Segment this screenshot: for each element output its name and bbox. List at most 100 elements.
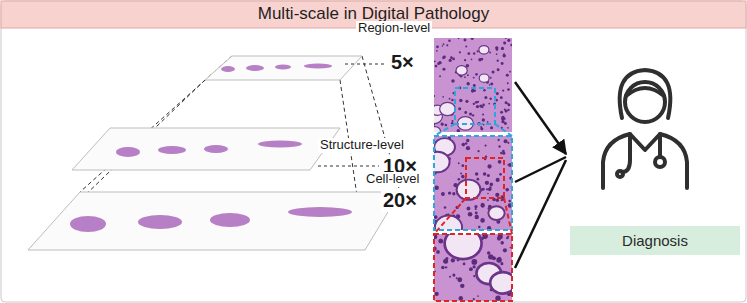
nucleus (446, 44, 448, 46)
gland (434, 127, 441, 132)
zoom-frames (434, 88, 512, 301)
tissue-blobs (70, 64, 352, 233)
nucleus (461, 175, 465, 179)
zoom-box-red (466, 158, 504, 198)
nucleus (463, 263, 466, 266)
nucleus (480, 203, 484, 207)
nucleus (507, 235, 509, 237)
gland (457, 180, 481, 200)
nucleus (436, 50, 438, 52)
nucleus (466, 206, 470, 210)
nucleus (503, 248, 507, 252)
nucleus (457, 277, 462, 282)
merge-arrows (515, 82, 566, 268)
nucleus (507, 88, 510, 91)
nucleus (487, 193, 489, 195)
nucleus (439, 239, 442, 242)
gland (490, 272, 512, 294)
nucleus (503, 41, 506, 44)
nucleus (473, 275, 475, 277)
nucleus (435, 65, 438, 68)
nucleus (445, 124, 448, 127)
slide-10x (72, 128, 340, 170)
nucleus (495, 193, 499, 197)
nucleus (497, 68, 500, 71)
nucleus (460, 172, 462, 174)
nucleus (471, 90, 474, 93)
level-label: Region-level (356, 21, 432, 36)
nucleus (506, 188, 509, 191)
nucleus (504, 122, 507, 125)
nucleus (467, 74, 469, 76)
nucleus (481, 203, 483, 205)
nucleus (501, 47, 504, 50)
tissue-patch (434, 234, 512, 301)
nucleus (439, 75, 441, 77)
nucleus (482, 104, 485, 107)
nucleus (436, 45, 439, 48)
nucleus (483, 89, 486, 92)
nucleus (474, 215, 478, 219)
nucleus (452, 120, 454, 122)
nucleus (475, 172, 478, 175)
nucleus (497, 139, 499, 141)
nucleus (483, 124, 485, 126)
nucleus (460, 284, 464, 288)
nucleus (471, 58, 473, 60)
nucleus (438, 61, 441, 64)
nucleus (488, 103, 490, 105)
patch-ground (434, 38, 512, 132)
nucleus (443, 56, 446, 59)
nucleus (500, 262, 503, 265)
nucleus (490, 126, 493, 129)
nucleus (507, 82, 509, 84)
nucleus (510, 44, 512, 46)
level-label: Cell-level (364, 172, 421, 187)
nucleus (505, 110, 508, 113)
nucleus (449, 98, 451, 100)
nucleus (506, 74, 509, 77)
nucleus (482, 188, 485, 191)
nucleus (504, 139, 508, 143)
nucleus (501, 62, 504, 65)
nucleus (477, 101, 479, 103)
slide-planes (28, 56, 400, 250)
nucleus (459, 296, 463, 300)
patch-images (425, 37, 515, 301)
nucleus (507, 142, 509, 144)
nucleus (442, 96, 444, 98)
level-label: Structure-level (318, 138, 406, 153)
nucleus (434, 60, 436, 62)
nucleus (490, 77, 492, 79)
tissue-patch (434, 136, 512, 230)
nucleus (459, 99, 462, 102)
gland (479, 46, 489, 55)
nucleus (449, 276, 451, 278)
box-label: Diagnosis (622, 232, 688, 249)
nucleus (479, 104, 482, 107)
nucleus (441, 192, 445, 196)
tissue-patch (434, 38, 512, 132)
nucleus (496, 257, 502, 263)
nucleus (474, 205, 477, 208)
nucleus (464, 76, 466, 78)
nucleus (461, 164, 464, 167)
nucleus (441, 266, 445, 270)
nucleus (475, 208, 477, 210)
nucleus (489, 52, 491, 54)
nucleus (485, 181, 489, 185)
nucleus (508, 104, 511, 107)
nucleus (499, 257, 501, 259)
nucleus (466, 139, 469, 142)
gland (434, 152, 450, 173)
nucleus (457, 129, 461, 132)
nucleus (504, 118, 506, 120)
result-box: Diagnosis (570, 226, 740, 255)
nucleus (500, 152, 502, 154)
nucleus (468, 212, 473, 217)
doctor-icon (603, 70, 687, 188)
slide-5x (205, 56, 362, 80)
nucleus (444, 206, 447, 209)
